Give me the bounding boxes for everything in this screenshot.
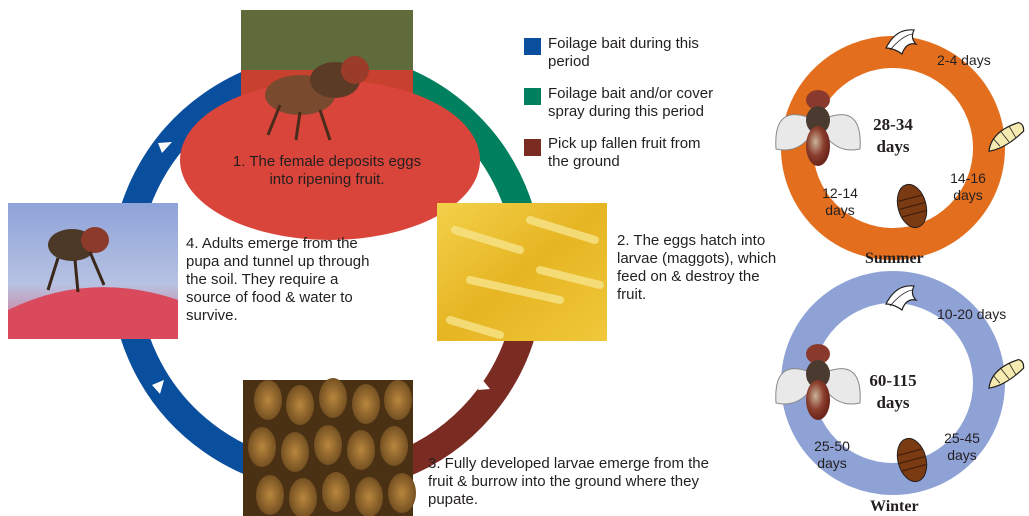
summer-total-unit: days xyxy=(853,136,933,158)
winter-total-days: 60-115 days xyxy=(848,370,938,414)
legend-label-foilage-bait: Foilage bait during this period xyxy=(548,35,718,71)
winter-larvae-duration: 25-45 days xyxy=(932,430,992,464)
summer-label: Summer xyxy=(865,250,924,268)
legend-label-pick-up-fruit: Pick up fallen fruit from the ground xyxy=(548,135,718,171)
stage-4-caption: 4. Adults emerge from the pupa and tunne… xyxy=(186,235,386,325)
ring-segment-maroon xyxy=(400,320,525,465)
summer-eggs-duration: 2-4 days xyxy=(937,52,1017,69)
photo-larvae xyxy=(437,203,607,341)
summer-total-range: 28-34 xyxy=(853,114,933,136)
photo-adult-fly xyxy=(8,203,178,339)
winter-larvae-range: 25-45 xyxy=(932,430,992,447)
stage-3-caption: 3. Fully developed larvae emerge from th… xyxy=(428,455,718,509)
legend-swatch-maroon xyxy=(524,139,541,156)
winter-label: Winter xyxy=(870,498,919,516)
summer-pupae-duration: 12-14 days xyxy=(812,185,868,219)
photo-pupae xyxy=(243,378,416,516)
winter-pupae-duration: 25-50 days xyxy=(802,438,862,472)
stage-2-caption: 2. The eggs hatch into larvae (maggots),… xyxy=(617,232,777,304)
winter-larvae-unit: days xyxy=(932,447,992,464)
winter-total-unit: days xyxy=(848,392,938,414)
legend-label-foilage-cover-spray: Foilage bait and/or cover spray during t… xyxy=(548,85,733,121)
summer-pupae-range: 12-14 xyxy=(812,185,868,202)
winter-pupae-unit: days xyxy=(802,455,862,472)
legend-swatch-blue xyxy=(524,38,541,55)
summer-pupae-unit: days xyxy=(812,202,868,219)
summer-larvae-range: 14-16 xyxy=(940,170,996,187)
summer-total-days: 28-34 days xyxy=(853,114,933,158)
photo-female-fly xyxy=(180,10,480,240)
summer-larvae-unit: days xyxy=(940,187,996,204)
stage-1-caption: 1. The female deposits eggs into ripenin… xyxy=(232,153,422,189)
summer-larvae-duration: 14-16 days xyxy=(940,170,996,204)
legend-swatch-green xyxy=(524,88,541,105)
winter-eggs-duration: 10-20 days xyxy=(937,306,1027,323)
winter-pupae-range: 25-50 xyxy=(802,438,862,455)
winter-total-range: 60-115 xyxy=(848,370,938,392)
